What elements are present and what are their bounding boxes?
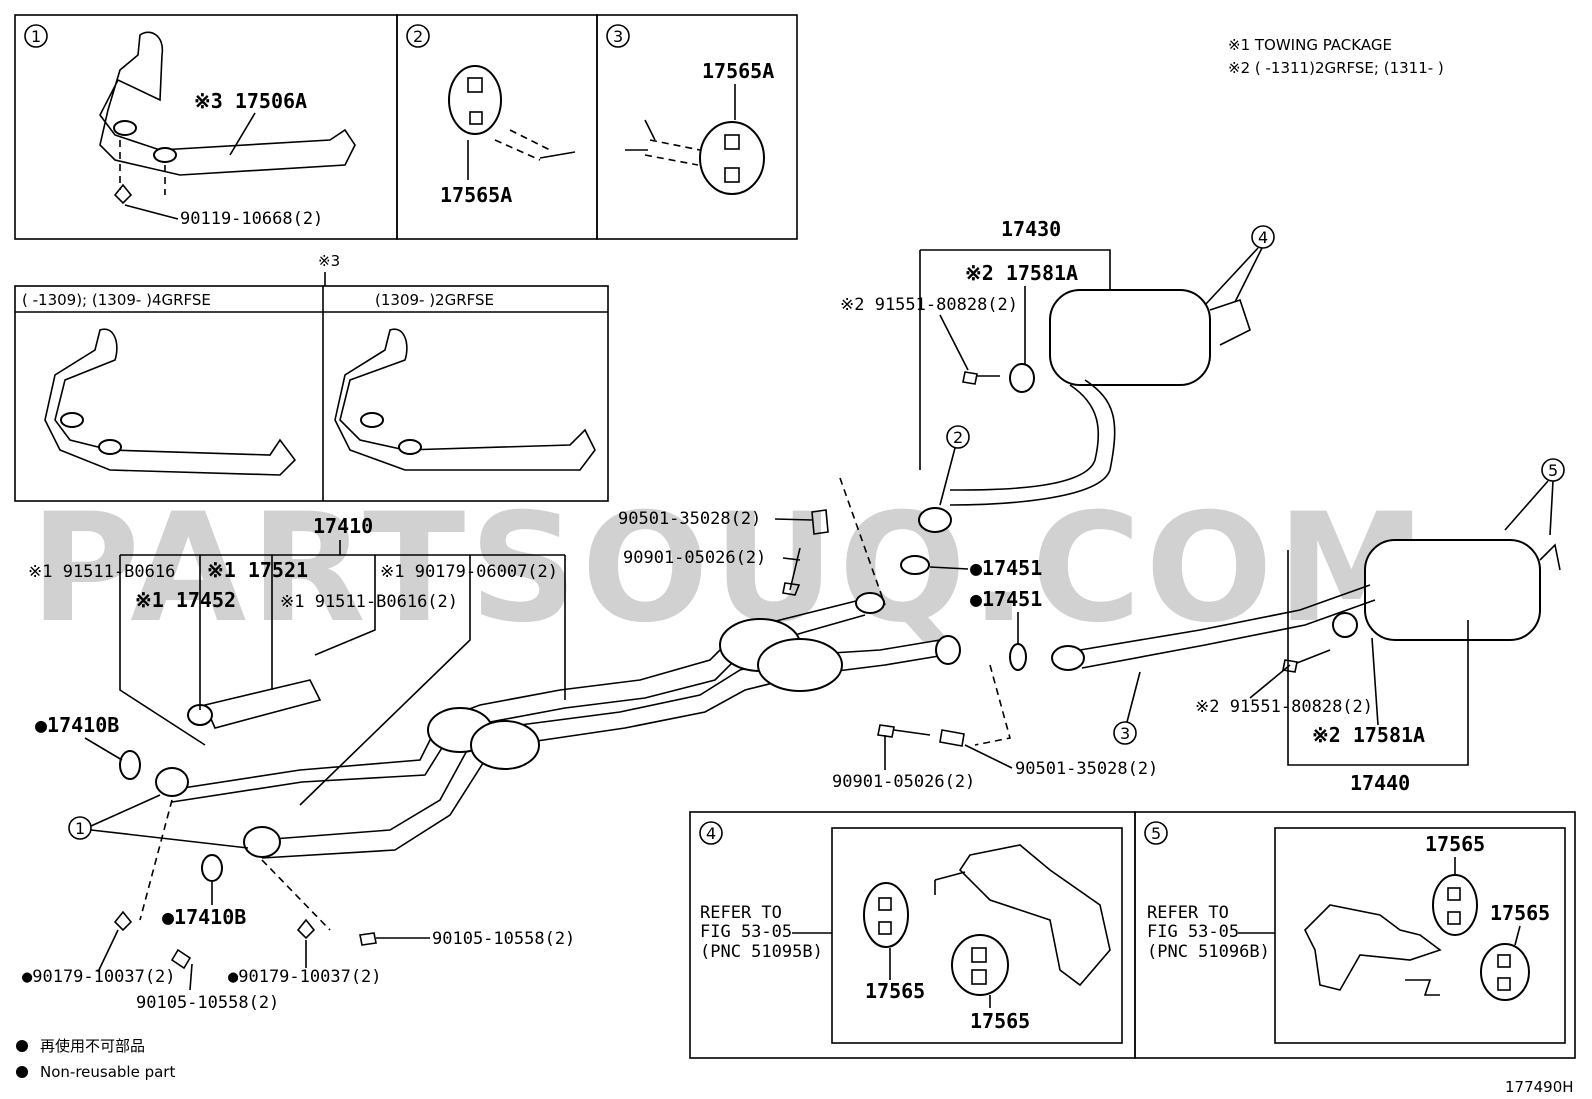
legend-jp: 再使用不可部品 xyxy=(40,1037,145,1055)
gasket-17410b-a xyxy=(119,750,141,780)
legend-dot-jp xyxy=(16,1040,28,1052)
inset-box-2: 2 17565A xyxy=(396,14,598,240)
label-17410b-bottom: ●17410B xyxy=(162,905,246,929)
label-90901-bottom: 90901-05026(2) xyxy=(832,772,975,792)
label-17581a-top: ※2 17581A xyxy=(965,261,1078,285)
label-90179-10037-a: ●90179-10037(2) xyxy=(22,967,176,987)
label-17565a-box3: 17565A xyxy=(702,59,774,83)
label-90901-top: 90901-05026(2) xyxy=(623,548,766,568)
label-91511-b0616: ※1 91511-B0616 xyxy=(28,562,175,582)
label-90179-10037-b: ●90179-10037(2) xyxy=(228,967,382,987)
gasket-17451-b xyxy=(1009,643,1027,671)
label-17506a: ※3 17506A xyxy=(194,89,307,113)
callout-4: 4 xyxy=(1258,228,1268,247)
label-17521: ※1 17521 xyxy=(207,558,308,582)
pnc-51096b: (PNC 51096B) xyxy=(1147,942,1270,962)
inset-box-4: 4 REFER TO FIG 53-05 (PNC 51095B) 17565 … xyxy=(689,811,1136,1059)
variant-mark: ※3 xyxy=(318,252,340,270)
gasket-17410b-b xyxy=(201,854,223,882)
inset-box-3: 3 17565A xyxy=(596,14,798,240)
callout-2-main: 2 xyxy=(953,428,963,447)
inset-box-5: 5 REFER TO FIG 53-05 (PNC 51096B) 17565 … xyxy=(1134,811,1576,1059)
label-91511-b0616-2: ※1 91511-B0616(2) xyxy=(280,592,458,612)
label-17565a-box2: 17565A xyxy=(440,183,512,207)
label-90119-10668: 90119-10668(2) xyxy=(180,209,323,229)
callout-1: 1 xyxy=(31,27,41,46)
variant-right-title: (1309- )2GRFSE xyxy=(375,291,494,309)
label-90179-06007: ※1 90179-06007(2) xyxy=(380,562,558,582)
label-17565-box5-b: 17565 xyxy=(1490,901,1550,925)
note-2grfse: ※2 ( -1311)2GRFSE; (1311- ) xyxy=(1228,59,1444,77)
rear-muffler-assembly xyxy=(1051,539,1561,766)
label-17451-b: ●17451 xyxy=(970,587,1042,611)
label-17440: 17440 xyxy=(1350,771,1410,795)
fig-53-05-5: FIG 53-05 xyxy=(1147,922,1239,942)
label-90501-bottom: 90501-35028(2) xyxy=(1015,759,1158,779)
label-17451-a: ●17451 xyxy=(970,556,1042,580)
label-90105-right: 90105-10558(2) xyxy=(432,929,575,949)
label-17430: 17430 xyxy=(1001,217,1061,241)
pnc-51095b: (PNC 51095B) xyxy=(700,942,823,962)
callout-3: 3 xyxy=(613,27,623,46)
label-91551-bottom: ※2 91551-80828(2) xyxy=(1195,697,1373,717)
label-17565-box4-b: 17565 xyxy=(970,1009,1030,1033)
label-91551-top: ※2 91551-80828(2) xyxy=(840,295,1018,315)
callout-3-main: 3 xyxy=(1120,724,1130,743)
legend-en: Non-reusable part xyxy=(40,1063,175,1081)
legend-dot-en xyxy=(16,1066,28,1078)
label-90501-top: 90501-35028(2) xyxy=(618,509,761,529)
callout-1-main: 1 xyxy=(75,819,85,838)
gasket-17451-a xyxy=(900,555,930,575)
callout-5: 5 xyxy=(1548,461,1558,480)
label-90105-bottom: 90105-10558(2) xyxy=(136,993,279,1013)
label-17581a-bottom: ※2 17581A xyxy=(1312,723,1425,747)
label-17410b-top: ●17410B xyxy=(35,713,119,737)
refer-to-5: REFER TO xyxy=(1147,903,1229,923)
front-pipe-assembly xyxy=(155,592,961,859)
label-17452: ※1 17452 xyxy=(135,588,236,612)
fig-53-05-4: FIG 53-05 xyxy=(700,922,792,942)
center-muffler-assembly xyxy=(918,249,1251,533)
label-17565-box5-a: 17565 xyxy=(1425,832,1485,856)
inset-box-1: 1 ※3 17506A 90119-10668(2) xyxy=(14,14,398,240)
variant-left-title: ( -1309); (1309- )4GRFSE xyxy=(22,291,211,309)
callout-2: 2 xyxy=(413,27,423,46)
watermark: PARTSOUQ.COM xyxy=(30,482,1430,656)
variant-box: ※3 ( -1309); (1309- )4GRFSE (1309- )2GRF… xyxy=(14,252,609,502)
callout-4-box: 4 xyxy=(706,824,716,843)
callout-5-box: 5 xyxy=(1151,824,1161,843)
label-17410: 17410 xyxy=(313,514,373,538)
figure-id: 177490H xyxy=(1505,1078,1574,1096)
label-17565-box4-a: 17565 xyxy=(865,979,925,1003)
note-towing-package: ※1 TOWING PACKAGE xyxy=(1228,36,1392,54)
refer-to-4: REFER TO xyxy=(700,903,782,923)
